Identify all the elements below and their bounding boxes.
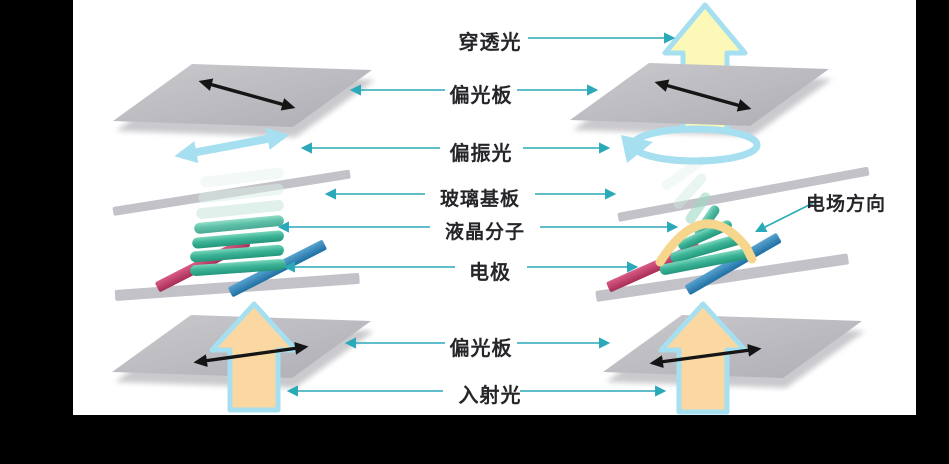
callout-line-field-direction (754, 202, 814, 233)
right-blue-electrode (685, 233, 782, 295)
lcd-structure-diagram (112, 2, 870, 415)
diagram-panel: 穿透光 偏光板 偏振光 玻璃基板 液晶分子 电极 偏光板 入射光 电场方向 (73, 0, 916, 415)
label-polarizer-top: 偏光板 (449, 83, 513, 107)
polarization-axis-arrows (193, 78, 762, 369)
label-field-direction: 电场方向 (805, 193, 887, 215)
label-polarized-light: 偏振光 (449, 141, 513, 165)
callout-lines (277, 32, 814, 397)
linear-polarized-light-arrow (174, 127, 290, 164)
label-electrode: 电极 (469, 260, 511, 284)
right-lower-substrate (595, 253, 849, 302)
label-incident-light: 入射光 (458, 383, 522, 407)
label-transmitted-light: 穿透光 (458, 30, 522, 54)
top-left-polarizer-plate (113, 64, 372, 127)
left-lc-molecules (190, 167, 286, 276)
right-upper-substrate (617, 166, 870, 222)
rotated-polarized-light-ellipse (621, 125, 761, 165)
label-glass-substrate: 玻璃基板 (439, 188, 521, 210)
field-arc (655, 219, 757, 267)
right-lc-molecules (659, 155, 753, 275)
label-lc-molecule: 液晶分子 (444, 221, 526, 243)
label-polarizer-bottom: 偏光板 (449, 336, 513, 360)
